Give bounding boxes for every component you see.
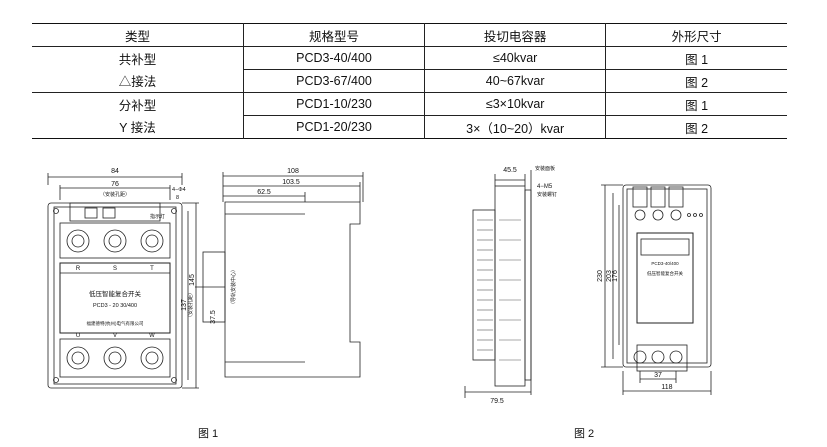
switch-body: [622, 184, 712, 368]
table-row: Y 接法 PCD1-20/230 3×（10~20）kvar 图 2: [32, 115, 787, 139]
header-model: 规格型号: [242, 23, 425, 47]
cell-capacitor: 3×（10~20）kvar: [424, 115, 606, 139]
cell-capacitor: ≤3×10kvar: [424, 92, 606, 116]
cell-capacitor: ≤40kvar: [424, 46, 606, 70]
table-row: △接法 PCD3-67/400 40~67kvar 图 2: [32, 69, 787, 93]
terminal-r: R: [76, 266, 81, 272]
spec-table: 类型 规格型号 投切电容器 外形尺寸 共补型 PCD3-40/400 ≤40kv…: [32, 23, 787, 139]
figure2-side-view: 45.5 安装面板 4−M5 安装螺钉 79.5: [464, 165, 557, 405]
dim-height: 145: [189, 274, 196, 286]
terminal-v: V: [113, 333, 117, 339]
cell-model: PCD3-40/400: [242, 46, 425, 70]
terminal-s: S: [113, 266, 117, 272]
table-header-row: 类型 规格型号 投切电容器 外形尺寸: [32, 23, 787, 47]
screw-note: 安装螺钉: [537, 191, 557, 198]
dim-terminal-pitch: 37: [654, 372, 662, 379]
cell-shape: 图 2: [605, 115, 787, 139]
figure2-front-view: PCD3-40/400 低压智能复合开关 230 203 176 37 118: [597, 184, 712, 395]
terminal-t: T: [150, 266, 154, 272]
hole-size: 8: [176, 195, 179, 201]
cell-type: 分补型: [118, 98, 157, 113]
cell-type: △接法: [118, 75, 157, 90]
cell-shape: 图 1: [605, 92, 787, 116]
header-shape: 外形尺寸: [605, 23, 787, 47]
header-capacitor: 投切电容器: [424, 23, 606, 47]
figure1-front-view: 84 76 （安装孔距） 4−Φ4 8 指示灯 R S T 低压智能复合开关 P…: [47, 168, 199, 389]
company-name: 福建德特(杭州)电气有限公司: [87, 320, 144, 327]
cell-type: Y 接法: [119, 121, 156, 136]
heatsink-body: [494, 185, 526, 387]
figure1-side-view: 108 103.5 62.5 37.5 （导轨安装中心）: [195, 168, 364, 378]
dim-inner-height: 176: [612, 270, 619, 282]
figure2-caption: 图 2: [574, 428, 595, 440]
model-text: PCD3-40/400: [651, 261, 679, 266]
product-name: 低压智能复合开关: [89, 289, 142, 298]
terminal-w: W: [149, 333, 155, 339]
cell-model: PCD1-10/230: [242, 92, 425, 116]
indicator-label: 指示灯: [150, 213, 165, 220]
dim-rail-offset: 37.5: [210, 310, 217, 324]
dim-height: 230: [597, 270, 604, 282]
dim-mount-height: 137: [181, 299, 188, 311]
dim-mount-width: 76: [111, 181, 119, 188]
dim-rail: 62.5: [257, 189, 271, 196]
cell-shape: 图 2: [605, 69, 787, 93]
cell-capacitor: 40~67kvar: [424, 69, 606, 93]
figure1-caption: 图 1: [198, 428, 219, 440]
dim-bottom: 79.5: [490, 398, 504, 405]
dim-width: 118: [661, 384, 672, 391]
side-profile: [224, 201, 361, 378]
cell-model: PCD3-67/400: [242, 69, 425, 93]
rail-note: （导轨安装中心）: [230, 267, 237, 307]
dim-top: 45.5: [503, 167, 517, 174]
table-row: 分补型 PCD1-10/230 ≤3×10kvar 图 1: [32, 92, 787, 116]
screw-label: 4−M5: [537, 184, 553, 190]
dim-mount-width-note: （安装孔距）: [100, 191, 130, 198]
dim-depth-inner: 103.5: [282, 179, 300, 186]
table-row: 共补型 PCD3-40/400 ≤40kvar 图 1: [32, 46, 787, 70]
terminal-u: U: [76, 333, 80, 339]
dim-depth: 108: [287, 168, 299, 175]
hole-label: 4−Φ4: [172, 187, 186, 193]
dim-mount-height: 203: [606, 270, 613, 282]
plate-label: 安装面板: [535, 165, 555, 172]
cell-type: 共补型: [118, 52, 157, 67]
product-name: 低压智能复合开关: [647, 270, 683, 277]
header-type: 类型: [124, 29, 150, 44]
cell-shape: 图 1: [605, 46, 787, 70]
dim-mount-height-note: （安装孔距）: [187, 290, 194, 320]
dim-width: 84: [111, 168, 119, 175]
cell-model: PCD1-20/230: [242, 115, 425, 139]
model-text: PCD3 - 20 30/400: [93, 303, 137, 309]
